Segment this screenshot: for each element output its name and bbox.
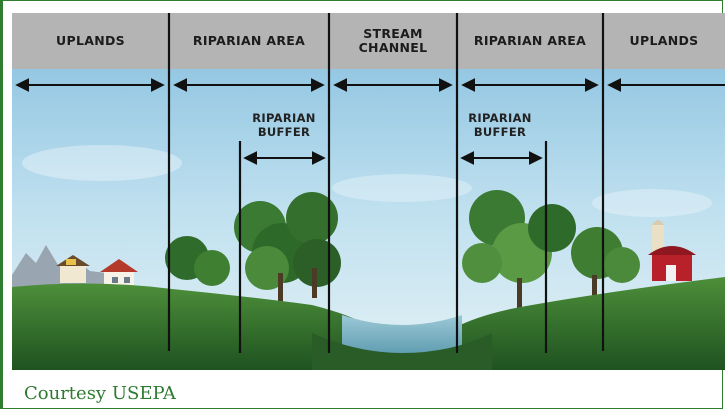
stream-bed: [312, 333, 492, 370]
zone-label-uplands-right: UPLANDS: [629, 33, 699, 48]
figure-caption: Courtesy USEPA: [24, 383, 176, 404]
stream-water: [342, 315, 462, 356]
cloud: [22, 145, 182, 181]
right-ground: [452, 277, 725, 370]
zone-label-riparian-area-left: RIPARIAN AREA: [192, 33, 306, 48]
cloud: [332, 174, 472, 202]
buffer-label-right: RIPARIAN BUFFER: [468, 111, 532, 139]
zone-label-uplands-left: UPLANDS: [56, 33, 125, 48]
cloud: [592, 189, 712, 217]
farm-icon: [648, 220, 696, 281]
left-riparian-trees: [165, 192, 341, 303]
left-ground: [12, 283, 372, 370]
diagram-illustration: [12, 13, 725, 370]
riparian-diagram: UPLANDS RIPARIAN AREA STREAM CHANNEL RIP…: [12, 13, 725, 370]
buffer-label-left: RIPARIAN BUFFER: [252, 111, 316, 139]
zone-label-riparian-area-right: RIPARIAN AREA: [473, 33, 587, 48]
right-riparian-trees: [462, 190, 640, 308]
zone-label-stream-channel: STREAM CHANNEL: [358, 26, 428, 55]
zone-header-bar: [12, 13, 725, 69]
zone-boundaries-overlay: [15, 13, 725, 353]
